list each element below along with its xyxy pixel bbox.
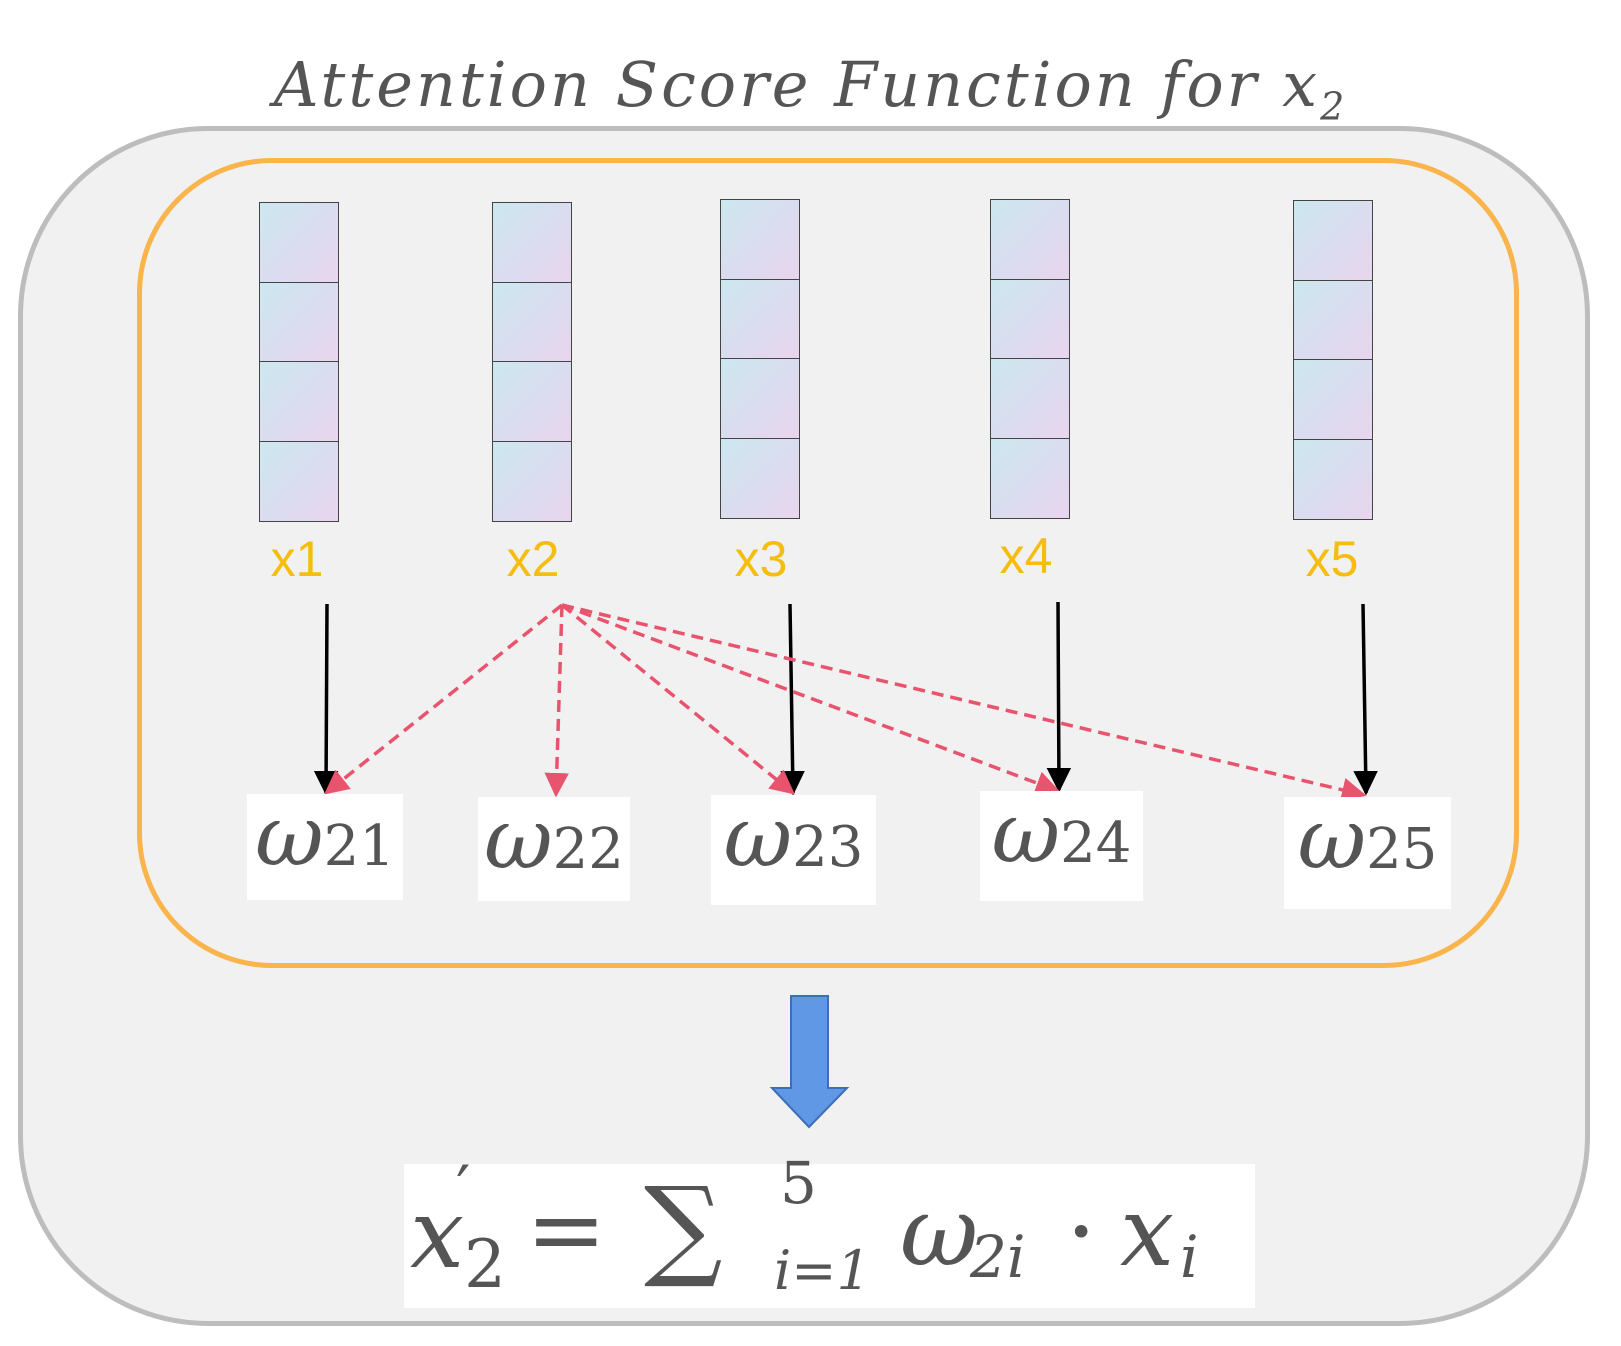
solid-arrow-x3: [780, 603, 805, 796]
formula-prime: ′: [456, 1153, 471, 1227]
vector-x5: [1293, 200, 1373, 520]
solid-arrow-x1: [313, 603, 339, 796]
dashed-arrow-x2-w24: [561, 603, 1061, 795]
weight-w25: ω25: [1284, 797, 1451, 909]
vector-x3: [720, 199, 800, 519]
weight-symbol: ω: [255, 787, 324, 885]
formula-weight: ω: [900, 1176, 979, 1288]
dashed-arrow-x2-w22: [544, 604, 569, 798]
dashed-arrow-x2-w25: [561, 603, 1367, 802]
weight-index: 21: [323, 814, 395, 879]
formula-equals: =: [526, 1174, 607, 1286]
weight-symbol: ω: [991, 784, 1061, 882]
formula-sum-upper: 5: [780, 1149, 817, 1217]
weight-index: 24: [1060, 811, 1132, 876]
vector-x1: [259, 202, 339, 522]
formula-var-subscript: i: [1180, 1223, 1199, 1291]
diagram-title: Attention Score Function for x2: [0, 48, 1621, 128]
score-panel: [137, 158, 1519, 968]
vector-label-x4: x4: [999, 528, 1053, 584]
solid-arrow-x5: [1353, 603, 1378, 796]
down-arrow: [769, 995, 850, 1129]
dashed-arrows: [324, 603, 1367, 802]
formula-lhs-subscript: 2: [464, 1226, 506, 1303]
weight-symbol: ω: [484, 790, 553, 888]
vector-label-x1: x1: [270, 531, 324, 587]
vector-x2: [492, 202, 572, 522]
solid-arrows: [313, 601, 1378, 796]
vector-label-x3: x3: [734, 531, 788, 587]
weight-w23: ω23: [711, 795, 876, 905]
weight-index: 25: [1366, 817, 1438, 882]
weight-w21: ω21: [247, 794, 403, 900]
output-formula: x ′ 2 = ∑ 5 i=1 ω 2i · x i: [404, 1154, 1255, 1308]
solid-arrow-x4: [1046, 601, 1072, 793]
formula-lhs: x: [410, 1178, 465, 1290]
formula-weight-subscript: 2i: [970, 1223, 1026, 1291]
formula-dot: ·: [1066, 1176, 1097, 1288]
weight-index: 23: [792, 815, 864, 880]
vector-label-x5: x5: [1305, 531, 1359, 587]
vector-x4: [990, 199, 1070, 519]
formula-var: x: [1120, 1176, 1175, 1288]
vector-label-x2: x2: [506, 531, 560, 587]
formula-sum: ∑: [644, 1163, 723, 1291]
weight-w22: ω22: [478, 797, 630, 901]
weight-w24: ω24: [980, 791, 1143, 901]
dashed-arrow-x2-w21: [324, 603, 564, 795]
weight-symbol: ω: [1297, 790, 1367, 888]
dashed-arrow-x2-w23: [560, 603, 795, 795]
title-subscript: 2: [1320, 84, 1348, 129]
title-text: Attention Score Function for x: [273, 48, 1321, 121]
formula-sum-lower: i=1: [774, 1239, 871, 1302]
weight-index: 22: [552, 817, 624, 882]
weight-symbol: ω: [723, 788, 793, 886]
